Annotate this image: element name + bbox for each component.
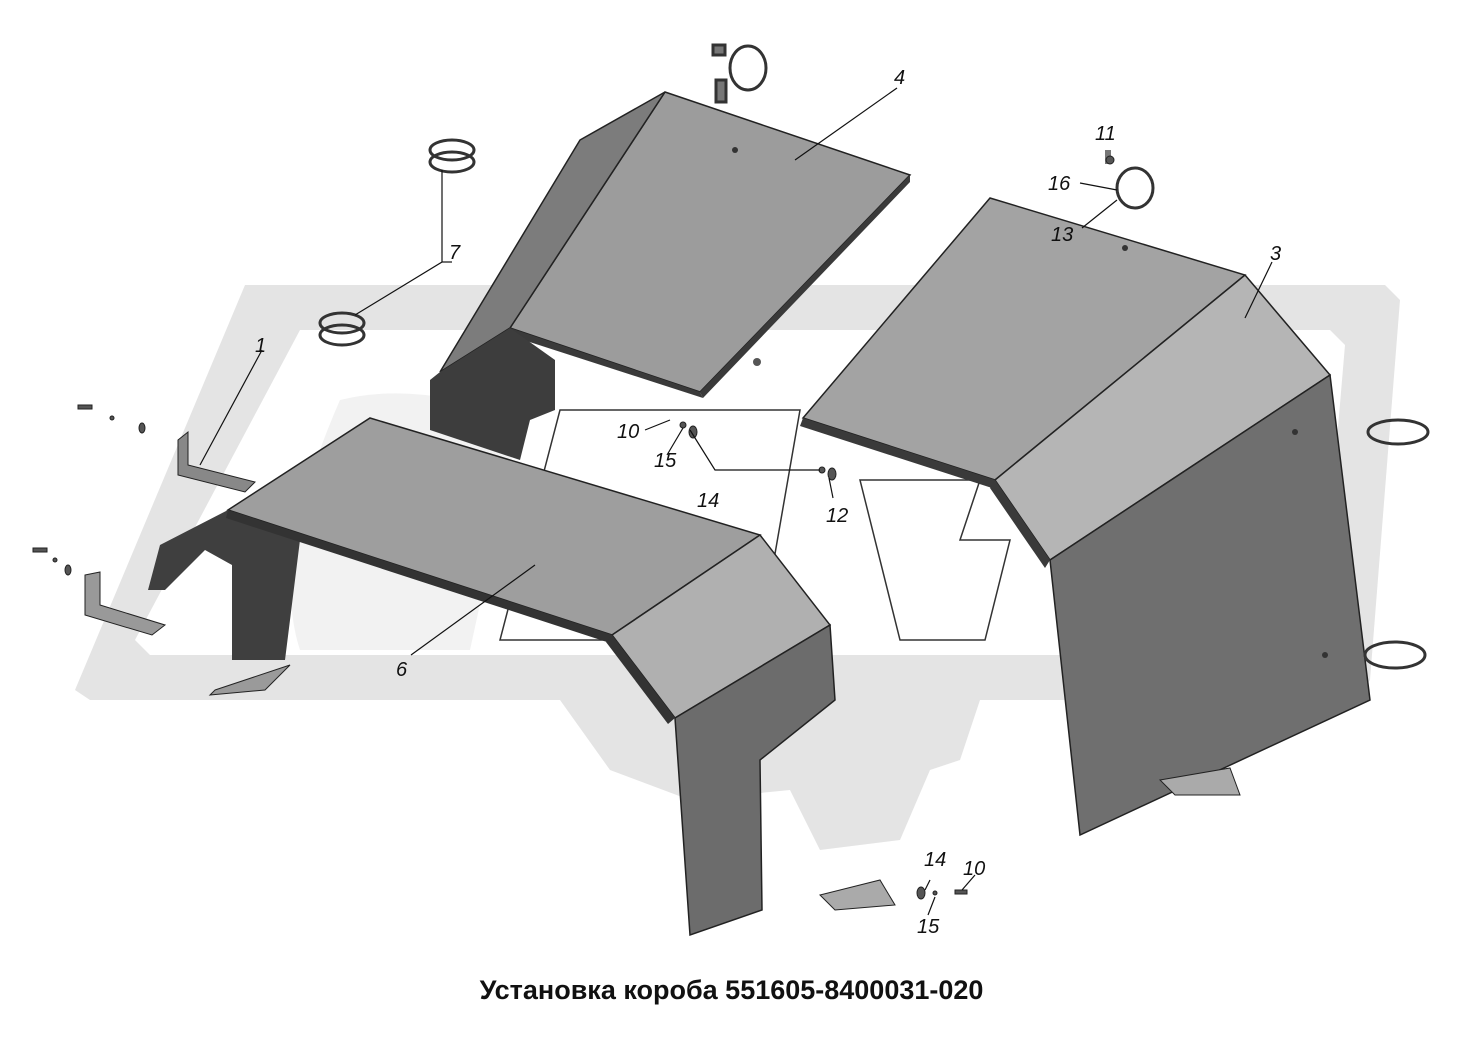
callout-1: 1 [255,335,266,357]
part6-left-side [148,510,300,660]
part6-foot [208,664,291,696]
leader-lines [199,87,1273,916]
callout-14-lower: 14 [924,849,946,871]
callout-7: 7 [449,242,461,264]
part3-front-edge [800,418,995,488]
callout-14-upper: 14 [697,490,719,512]
bracket-bottom-right [1158,767,1241,796]
callout-16: 16 [1048,173,1071,195]
clamps-part-7 [318,138,476,347]
callout-15-upper: 15 [654,450,677,472]
fasteners [32,155,1115,900]
part6-front-edge [226,510,612,643]
bracket-part-1-upper [177,430,256,493]
bracket-part-1-lower [84,571,167,636]
part4-side [430,328,555,460]
clamp-part-4 [711,43,768,104]
callout-4: 4 [894,67,905,89]
box-part-4 [430,91,912,460]
callout-11: 11 [1095,123,1116,145]
callout-13: 13 [1051,224,1073,246]
callout-10-lower: 10 [963,858,985,880]
diagram-caption: Установка короба 551605-8400031-020 [479,975,984,1005]
bracket-bottom-middle [819,879,896,911]
part4-right-edge [700,175,910,398]
part4-front-edge [508,328,703,398]
callout-3: 3 [1270,243,1281,265]
box-part-3 [800,197,1371,837]
callout-10-upper: 10 [617,421,639,443]
callout-15-lower: 15 [917,916,940,938]
part3-side [1049,373,1371,837]
box-part-6 [148,417,836,937]
callout-6: 6 [396,659,408,681]
callout-12: 12 [826,505,848,527]
part6-leg [674,623,836,937]
brackets [84,430,1241,911]
